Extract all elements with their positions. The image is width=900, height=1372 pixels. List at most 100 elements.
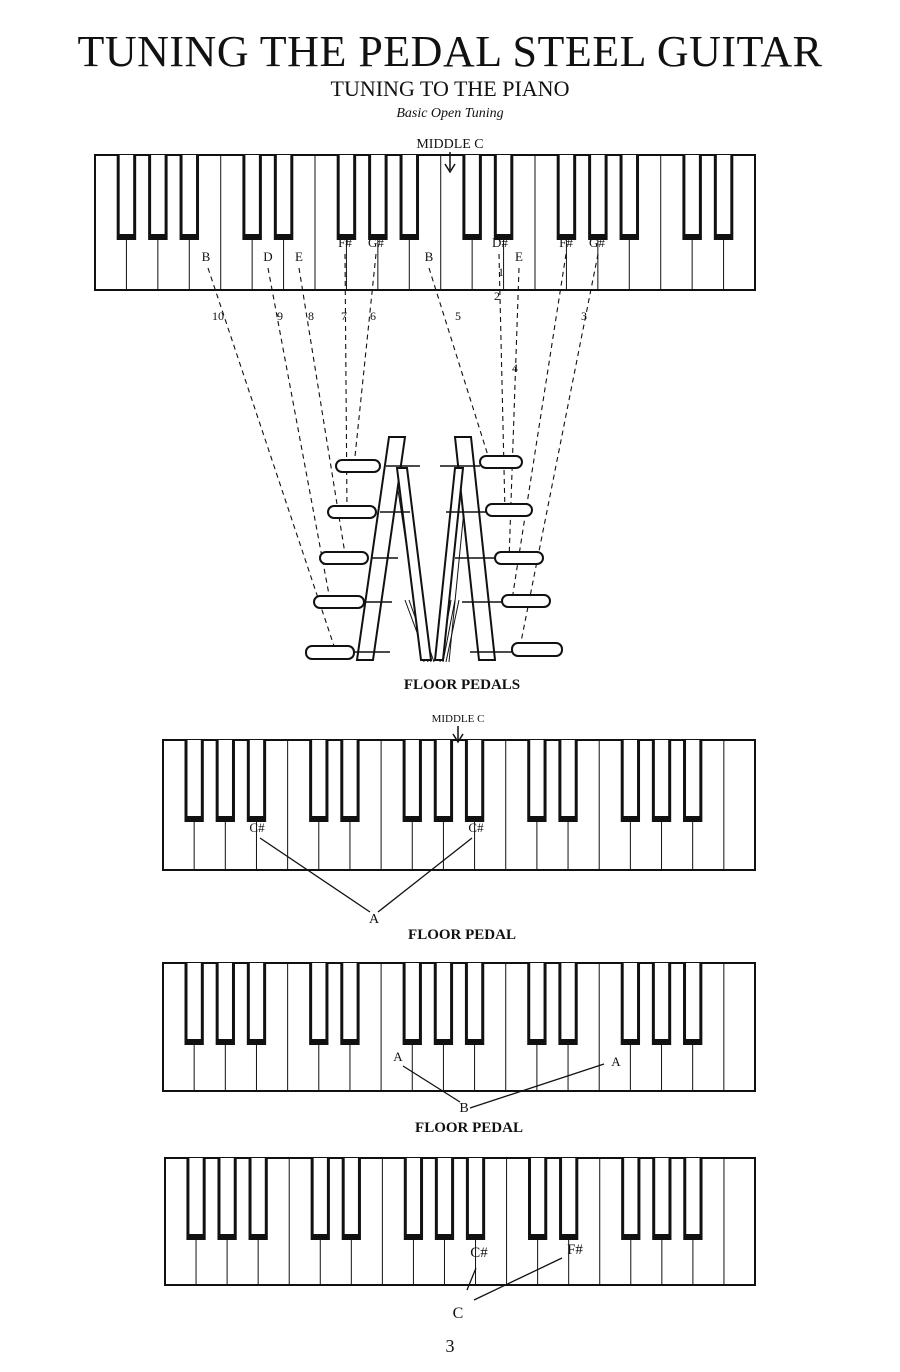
black-key-highlight — [371, 155, 385, 234]
black-key-highlight — [182, 155, 197, 234]
black-key-highlight — [561, 963, 575, 1039]
note-label: C# — [468, 820, 484, 835]
note-label: D# — [492, 235, 508, 250]
string-number: 7 — [341, 309, 347, 323]
note-label: A — [393, 1049, 403, 1064]
black-key-highlight — [623, 963, 638, 1039]
black-key-highlight — [406, 1158, 421, 1234]
black-key-highlight — [591, 155, 605, 234]
black-key-highlight — [405, 740, 419, 816]
black-key-highlight — [655, 1158, 669, 1234]
note-label: B — [425, 249, 434, 264]
black-key-highlight — [249, 963, 264, 1039]
string-number: 9 — [277, 309, 283, 323]
black-key-highlight — [151, 155, 165, 234]
note-label: C# — [470, 1245, 488, 1261]
black-key-highlight — [437, 1158, 452, 1234]
pedal-label: A — [369, 912, 380, 927]
pedal-label: B — [459, 1101, 468, 1116]
note-label: G# — [589, 235, 605, 250]
black-key-highlight — [467, 740, 482, 816]
black-key-highlight — [624, 1158, 638, 1234]
keyboard-1 — [94, 154, 756, 291]
black-key-highlight — [465, 155, 479, 234]
black-key-highlight — [312, 740, 326, 816]
page-number: 3 — [445, 1336, 455, 1356]
black-key-highlight — [686, 740, 700, 816]
page-subtitle: TUNING TO THE PIANO — [330, 76, 570, 101]
tuning-caption: Basic Open Tuning — [396, 106, 504, 121]
pedal-label: C — [453, 1305, 464, 1322]
black-key-highlight — [654, 740, 669, 816]
black-key-highlight — [312, 963, 326, 1039]
black-key-highlight — [402, 155, 417, 234]
black-key-highlight — [716, 155, 731, 234]
string-number: 3 — [581, 309, 587, 323]
black-key-highlight — [343, 740, 357, 816]
black-key-highlight — [622, 155, 637, 234]
pedal-lines-a — [259, 837, 473, 913]
string-number: 5 — [455, 309, 461, 323]
page-title: TUNING THE PEDAL STEEL GUITAR — [77, 27, 823, 76]
black-key-highlight — [343, 963, 357, 1039]
black-key-highlight — [436, 740, 451, 816]
black-key-highlight — [189, 1158, 203, 1234]
black-key-highlight — [344, 1158, 358, 1234]
black-key-highlight — [245, 155, 259, 234]
keyboard-frame — [94, 154, 756, 291]
black-key-highlight — [562, 1158, 576, 1234]
pedal-steel-mechanism — [305, 436, 563, 663]
middle-c-arrow-2 — [452, 726, 464, 744]
black-key-highlight — [313, 1158, 327, 1234]
black-key-highlight — [468, 1158, 483, 1234]
floor-pedals-caption: FLOOR PEDALS — [404, 677, 520, 693]
string-lines — [207, 253, 599, 656]
black-key-highlight — [530, 740, 544, 816]
note-label: C# — [249, 820, 265, 835]
note-label: E — [295, 249, 303, 264]
note-label: E — [515, 249, 523, 264]
black-key-highlight — [220, 1158, 234, 1234]
black-key-highlight — [218, 740, 232, 816]
note-label: A — [611, 1054, 621, 1069]
note-label: B — [202, 249, 211, 264]
pedal-lines-c — [466, 1257, 563, 1301]
keyboard-2 — [162, 739, 756, 871]
string-number: 4 — [512, 361, 518, 375]
note-label: F# — [567, 1242, 583, 1258]
black-key-highlight — [686, 963, 700, 1039]
note-label: G# — [368, 235, 384, 250]
black-key-highlight — [187, 963, 201, 1039]
string-number: 10 — [212, 309, 224, 323]
black-key-highlight — [251, 1158, 265, 1234]
keyboard-4 — [164, 1157, 756, 1286]
black-key-highlight — [685, 155, 699, 234]
black-key-highlight — [339, 155, 354, 234]
black-key-highlight — [436, 963, 451, 1039]
black-key-highlight — [559, 155, 574, 234]
black-key-highlight — [467, 963, 482, 1039]
black-key-highlight — [561, 740, 575, 816]
black-key-highlight — [119, 155, 134, 234]
note-label: F# — [559, 235, 573, 250]
string-number: 8 — [308, 309, 314, 323]
black-key-highlight — [187, 740, 201, 816]
middle-c-arrow-1 — [444, 152, 456, 174]
black-key-highlight — [276, 155, 291, 234]
black-key-highlight — [686, 1158, 700, 1234]
note-label: F# — [338, 235, 352, 250]
black-key-highlight — [218, 963, 232, 1039]
black-key-highlight — [249, 740, 264, 816]
black-key-highlight — [530, 963, 544, 1039]
note-label: D — [263, 249, 272, 264]
string-number: 2 — [494, 289, 500, 303]
middle-c-label-1: MIDDLE C — [416, 137, 483, 152]
middle-c-label-2: MIDDLE C — [432, 713, 485, 725]
black-key-highlight — [496, 155, 511, 234]
black-key-highlight — [405, 963, 419, 1039]
floor-pedal-caption-b: FLOOR PEDAL — [415, 1120, 523, 1136]
black-key-highlight — [623, 740, 638, 816]
pedal-lines-b — [402, 1063, 605, 1109]
string-number: 6 — [370, 309, 376, 323]
